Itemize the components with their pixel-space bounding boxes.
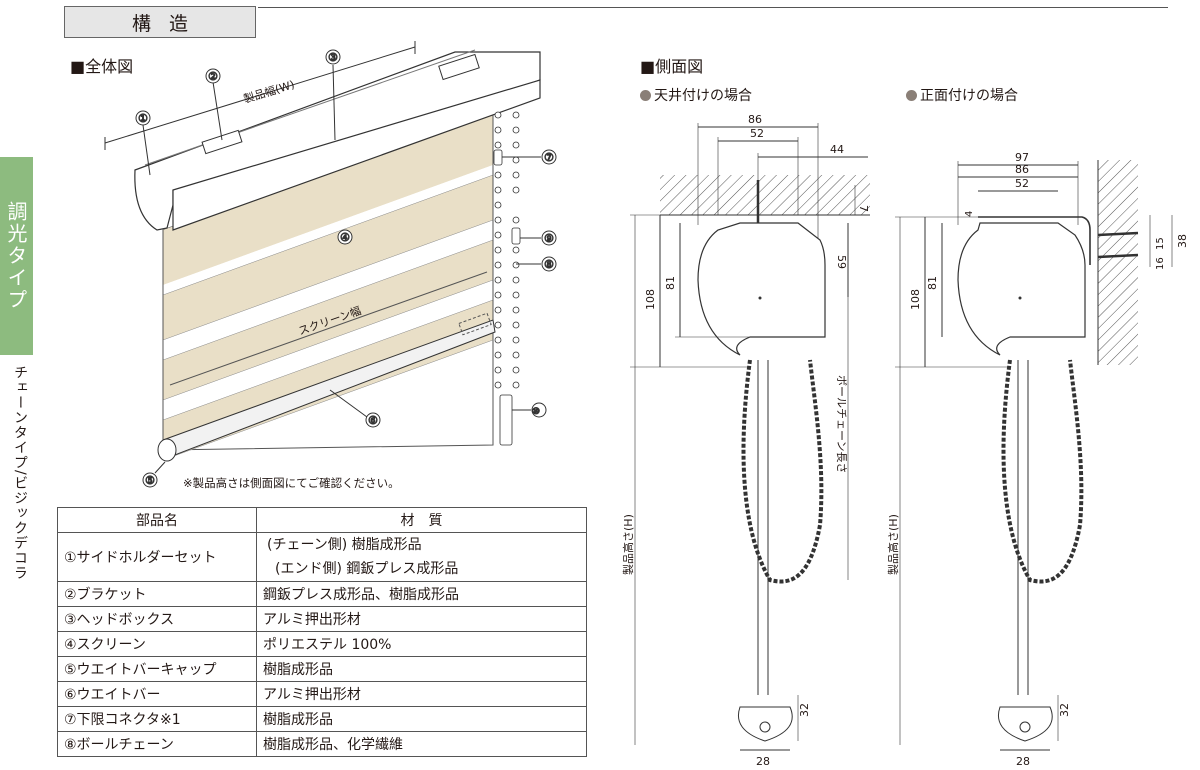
side-view-heading: ■側面図 <box>640 57 704 76</box>
callout-5: ⑤ <box>145 474 155 487</box>
svg-text:86: 86 <box>1015 163 1029 176</box>
table-header-name: 部品名 <box>57 507 257 533</box>
header-rule <box>258 7 1168 8</box>
svg-text:86: 86 <box>748 113 762 126</box>
bracket-left <box>201 129 243 155</box>
ceiling-height-label: 製品高さ(H) <box>621 514 635 575</box>
callout-4: ④ <box>340 231 350 244</box>
weight-bar-cap <box>157 438 177 462</box>
svg-text:108: 108 <box>644 289 657 310</box>
svg-text:28: 28 <box>756 755 770 767</box>
callout-6: ⑥ <box>368 414 378 427</box>
svg-text:38: 38 <box>1176 234 1189 248</box>
svg-text:32: 32 <box>1058 703 1071 717</box>
section-title: 構造 <box>64 6 256 38</box>
bullet-icon <box>640 90 651 101</box>
height-note: ※製品高さは側面図にてご確認ください。 <box>183 476 400 490</box>
table-row: ③ヘッドボックスアルミ押出形材 <box>57 606 587 632</box>
svg-text:4: 4 <box>964 211 975 217</box>
table-header-material: 材 質 <box>256 507 587 533</box>
headbox-profile-face <box>957 222 1086 356</box>
table-row: ①サイドホルダーセット (チェーン側) 樹脂成形品 (エンド側) 鋼鈑プレス成形… <box>57 532 587 582</box>
svg-text:7: 7 <box>857 205 870 212</box>
chain-length-label: ボールチェーン長さ <box>835 375 848 473</box>
table-header-row: 部品名 材 質 <box>57 507 587 533</box>
svg-text:28: 28 <box>1016 755 1030 767</box>
weight-bar <box>157 312 496 462</box>
table-row: ⑧ボールチェーン樹脂成形品、化学繊維 <box>57 731 587 757</box>
side-view-diagram: 86 52 44 7 59 108 81 製品高さ(H) ボールチェーン長さ 3… <box>621 113 1189 767</box>
svg-text:97: 97 <box>1015 151 1029 164</box>
callout-3: ③ <box>328 51 338 64</box>
overall-heading: ■全体図 <box>70 57 134 76</box>
table-row: ②ブラケット鋼鈑プレス成形品、樹脂成形品 <box>57 581 587 607</box>
table-row: ⑥ウエイトバーアルミ押出形材 <box>57 681 587 707</box>
svg-text:32: 32 <box>798 703 811 717</box>
bracket-right <box>438 53 480 81</box>
callout-1: ① <box>138 112 148 125</box>
bullet-icon <box>906 90 917 101</box>
table-row: ④スクリーンポリエステル 100% <box>57 631 587 657</box>
screw-upper <box>1097 231 1139 237</box>
ceiling-hatch <box>660 175 870 215</box>
face-height-label: 製品高さ(H) <box>886 514 900 575</box>
width-dimension-line <box>104 46 416 144</box>
svg-text:108: 108 <box>909 289 922 310</box>
chain-loop-ceiling <box>741 359 824 584</box>
chain-loop-face <box>1001 359 1084 584</box>
head-box <box>134 49 541 231</box>
wall-bracket <box>978 216 1091 265</box>
svg-text:15: 15 <box>1155 237 1166 250</box>
svg-text:81: 81 <box>926 276 939 290</box>
callout-8: ⑧ <box>544 258 554 271</box>
svg-text:52: 52 <box>1015 177 1029 190</box>
callout-10: ⑩ <box>532 407 540 417</box>
width-label: 製品幅(W) <box>242 77 296 106</box>
headbox-profile-ceiling <box>697 222 826 356</box>
svg-text:52: 52 <box>750 127 764 140</box>
svg-text:59: 59 <box>835 255 848 269</box>
face-mount-label: 正面付けの場合 <box>906 85 1018 105</box>
wall-hatch <box>1098 160 1138 365</box>
svg-text:81: 81 <box>664 276 677 290</box>
parts-table: 部品名 材 質 ①サイドホルダーセット (チェーン側) 樹脂成形品 (エンド側)… <box>57 507 587 757</box>
screen-width-line <box>169 271 488 386</box>
ball-chain <box>493 111 521 446</box>
callout-2: ② <box>208 70 218 83</box>
screw-lower <box>1097 253 1139 259</box>
overall-diagram: 製品幅(W) スクリーン幅 <box>104 41 557 488</box>
svg-text:44: 44 <box>830 143 844 156</box>
svg-text:16: 16 <box>1155 257 1166 270</box>
side-caption: チェーンタイプ/ビジックデコラ <box>12 365 28 581</box>
callout-7: ⑦ <box>544 151 554 164</box>
callout-9: ⑨ <box>544 232 554 245</box>
side-tab[interactable]: 調光タイプ <box>0 157 33 355</box>
table-row: ⑤ウエイトバーキャップ樹脂成形品 <box>57 656 587 682</box>
ceiling-mount-label: 天井付けの場合 <box>640 85 752 105</box>
